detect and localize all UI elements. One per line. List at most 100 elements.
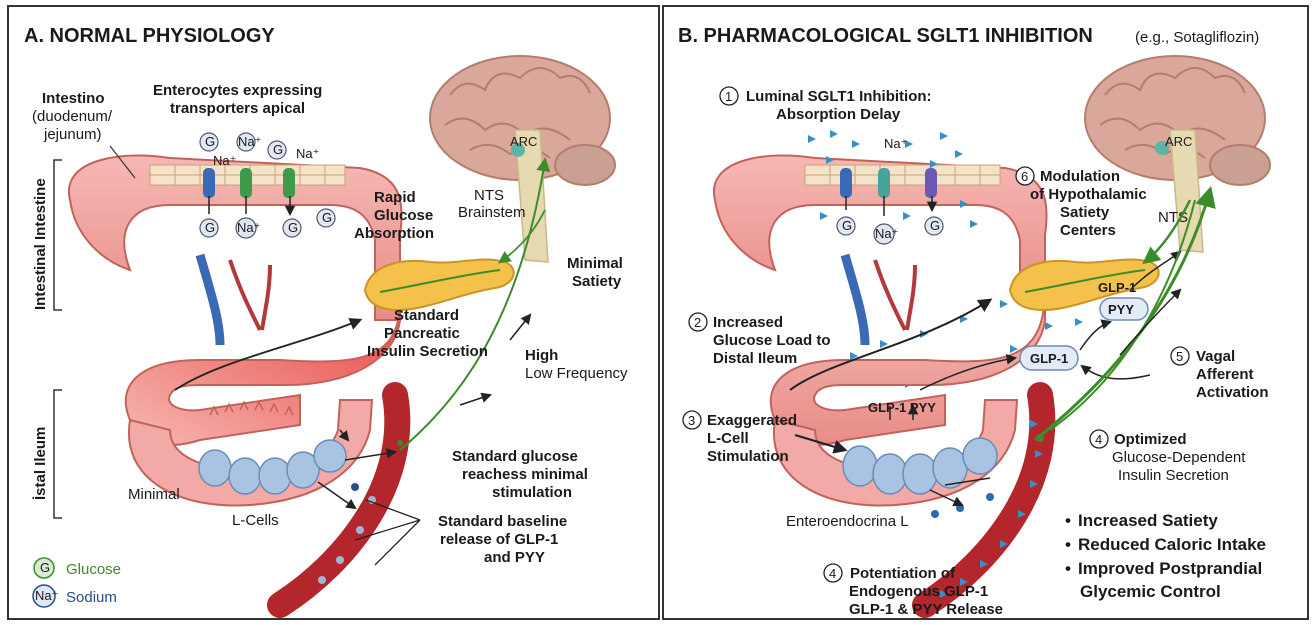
reaches-label-2: reachess minimal [462,466,588,483]
outcome-3: Improved Postprandial [1078,559,1262,578]
step-2-line-3: Distal Ileum [713,350,797,367]
g-a-2: G [273,142,283,157]
rapid-label-1: Rapid [374,189,416,206]
g-a-5: G [322,210,332,225]
baseline-label-3: and PYY [484,549,545,566]
minimal-satiety-2: Satiety [572,273,622,290]
na-a-2: Na⁺ [213,153,236,168]
outcome-2: Reduced Caloric Intake [1078,535,1266,554]
glp1-pyy-label: GLP-1 PYY [868,400,936,415]
glp1-dot-3 [986,493,994,501]
step-1-num: 1 [725,89,732,104]
nts-label-a-2: Brainstem [458,204,526,221]
pancreatic-label-3: Insulin Secretion [367,343,488,360]
g-a-1: G [205,134,215,149]
nts-label-a-1: NTS [474,187,504,204]
baseline-label-2: release of GLP-1 [440,531,558,548]
rapid-label-2: Glucose [374,207,433,224]
glp1-dot-2 [956,504,964,512]
glp1-mid-label: GLP-1 [1030,351,1068,366]
na-a-3: Na⁺ [296,146,319,161]
intestino-label-1: Intestino [42,90,105,107]
outcome-bullet-2: • [1065,535,1071,554]
l-cells-label: L-Cells [232,512,279,529]
step-1: 1 [720,87,738,105]
step-6-line-2: of Hypothalamic [1030,186,1147,203]
step-6-line-4: Centers [1060,222,1116,239]
baseline-label-1: Standard baseline [438,513,567,530]
step-5-num: 5 [1176,349,1183,364]
step-2: 2 [689,313,707,331]
step-6-num: 6 [1021,169,1028,184]
legend-sodium-symbol: Na⁺ [35,588,58,603]
side-label-intestine: Intestinal Intestine [32,178,49,310]
low-frequency-label: Low Frequency [525,365,628,382]
panel-b-title-note: (e.g., Sotagliflozin) [1135,29,1259,46]
step-3: 3 [683,411,701,429]
step-4a-num: 4 [1095,432,1102,447]
glp1-dot-1 [931,510,939,518]
reaches-label-3: stimulation [492,484,572,501]
g-a-3: G [205,220,215,235]
glp1-top-label: GLP-1 [1098,280,1136,295]
step-4b-num: 4 [829,566,836,581]
step-2-num: 2 [694,315,701,330]
step-4b: 4 [824,564,842,582]
pancreatic-label-1: Standard [394,307,459,324]
outcome-1: Increased Satiety [1078,511,1218,530]
outcome-bullet-3: • [1065,559,1071,578]
outcome-3-cont: Glycemic Control [1080,582,1221,601]
g-b-2: G [930,218,940,233]
g-a-4: G [288,220,298,235]
legend-glucose-label: Glucose [66,561,121,578]
na-b-2: Na⁺ [875,226,898,241]
reaches-label-1: Standard glucose [452,448,578,465]
step-5-line-2: Afferent [1196,366,1254,383]
nerve-node-a [397,440,403,446]
intestino-label-2: (duodenum/ [32,108,113,125]
outcome-bullet-1: • [1065,511,1071,530]
side-label-ileum: İstal Ileum [32,427,49,500]
enterocytes-label-1: Enterocytes expressing [153,82,322,99]
step-3-line-1: Exaggerated [707,412,797,429]
minimal-label: Minimal [128,486,180,503]
rapid-label-3: Absorption [354,225,434,242]
na-a-4: Na⁺ [237,220,260,235]
step-2-line-2: Glucose Load to [713,332,831,349]
high-label: High [525,347,558,364]
intestino-label-3: jejunum) [43,126,102,143]
step-4b-line-1: Potentiation of [850,565,956,582]
step-4a-line-2: Glucose-Dependent [1112,449,1246,466]
step-1-line-1: Luminal SGLT1 Inhibition: [746,88,932,105]
step-5: 5 [1171,347,1189,365]
step-4a-line-1: Optimized [1114,431,1187,448]
panel-b-title: B. PHARMACOLOGICAL SGLT1 INHIBITION [678,25,1093,47]
step-3-line-2: L-Cell [707,430,749,447]
panel-a-title: A. NORMAL PHYSIOLOGY [24,25,275,47]
step-3-line-3: Stimulation [707,448,789,465]
arc-label-b: ARC [1165,134,1192,149]
pancreatic-label-2: Pancreatic [384,325,460,342]
step-6: 6 [1016,167,1034,185]
step-5-line-3: Activation [1196,384,1269,401]
legend-sodium-label: Sodium [66,589,117,606]
arc-label-a: ARC [510,134,537,149]
step-4a-line-3: Insulin Secretion [1118,467,1229,484]
step-4a: 4 [1090,430,1108,448]
step-3-num: 3 [688,413,695,428]
step-6-line-1: Modulation [1040,168,1120,185]
enterocytes-label-2: transporters apical [170,100,305,117]
minimal-satiety-1: Minimal [567,255,623,272]
step-1-line-2: Absorption Delay [776,106,901,123]
g-b-1: G [842,218,852,233]
na-a-1: Na⁺ [238,134,261,149]
nerve-node-b [1036,434,1044,442]
step-2-line-1: Increased [713,314,783,331]
na-b-1: Na⁺ [884,136,907,151]
pyy-top-label: PYY [1108,302,1134,317]
step-4b-line-3: GLP-1 & PYY Release [849,601,1003,618]
step-5-line-1: Vagal [1196,348,1235,365]
enteroendocrine-label: Enteroendocrina L [786,513,909,530]
